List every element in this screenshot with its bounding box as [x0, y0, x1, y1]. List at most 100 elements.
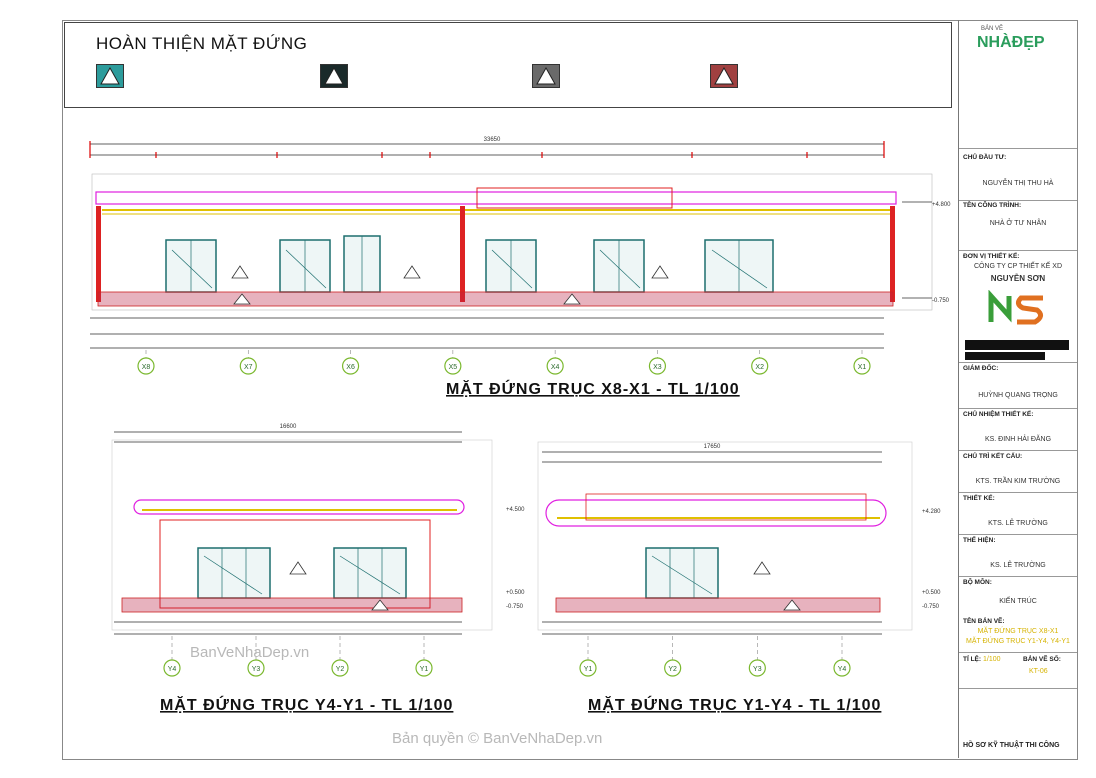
axis-label-x4: X4 [551, 364, 560, 371]
axis-label-x1: X1 [858, 364, 867, 371]
owner-label: CHỦ ĐẦU TƯ: [963, 154, 1007, 161]
check-label: THỂ HIỆN: [963, 537, 996, 544]
axes-main: X8 X7 X6 X5 X4 X3 X2 X1 [137, 350, 871, 375]
scale-label: TỈ LỆ: [963, 656, 982, 663]
right-level-mid: +0.500 [922, 590, 941, 596]
left-title: MẶT ĐỨNG TRỤC Y4-Y1 - TL 1/100 [160, 695, 453, 714]
tb-phase: BỘ MÔN: KIẾN TRÚC TÊN BẢN VẼ: MẶT ĐỨNG T… [959, 576, 1077, 653]
main-title: MẶT ĐỨNG TRỤC X8-X1 - TL 1/100 [446, 379, 740, 398]
watermark-left: BanVeNhaDep.vn [190, 644, 310, 661]
legend-title: HOÀN THIỆN MẶT ĐỨNG [96, 34, 308, 53]
designer-name: NGUYỄN SƠN [990, 274, 1046, 283]
phase-label: BỘ MÔN: [963, 579, 992, 586]
company-logo [988, 290, 1043, 325]
axis-bubble-y2 [664, 659, 682, 677]
phase-name: KIẾN TRÚC [999, 598, 1037, 605]
logo-sub: BẢN VẼ [981, 26, 1004, 32]
scale-value: 1/100 [983, 656, 1001, 663]
axis-bubble-y3 [247, 659, 265, 677]
axis-label-y1: Y1 [584, 666, 593, 673]
drawing-name-1: MẶT ĐỨNG TRỤC X8-X1 [977, 628, 1059, 635]
axis-label-y4: Y4 [838, 666, 847, 673]
sheet-label: BẢN VẼ SỐ: [1023, 656, 1061, 663]
drawing-name-2: MẶT ĐỨNG TRỤC Y1-Y4, Y4-Y1 [966, 638, 1070, 645]
axis-label-x3: X3 [653, 364, 662, 371]
axis-bubble-y4 [833, 659, 851, 677]
elevation-main: +4.800 -0.750 33650 X8 X7 X6 X5 X4 X3 X2 X1 MẶT… [89, 137, 951, 398]
legend-panel [64, 22, 952, 108]
structure-name: KTS. TRẦN KIM TRƯỜNG [975, 478, 1061, 485]
tb-owner: CHỦ ĐẦU TƯ: NGUYỄN THỊ THU HÀ [959, 148, 1077, 201]
tb-structure: CHỦ TRÌ KẾT CẤU: KTS. TRẦN KIM TRƯỜNG [959, 450, 1077, 493]
left-level-bottom: -0.750 [506, 604, 524, 610]
axis-label-x8: X8 [142, 364, 151, 371]
axis-bubble-x6 [341, 357, 360, 375]
elevation-right: 17650 +4.280 +0.500 -0.750 Y1 Y2 Y3 Y4 MẶT … [537, 441, 941, 714]
chief-name: KS. ĐINH HẢI ĐĂNG [984, 436, 1052, 443]
axis-label-x5: X5 [449, 364, 458, 371]
axis-bubble-x4 [546, 357, 564, 375]
legend-swatch-t4 [710, 64, 738, 88]
axis-label-x7: X7 [244, 364, 253, 371]
chief-label: CHỦ NHIỆM THIẾT KẾ: [963, 411, 1034, 418]
check-name: KS. LÊ TRƯỜNG [990, 562, 1046, 569]
watermark-bottom: Bản quyền © BanVeNhaDep.vn [392, 730, 603, 747]
axes-right: Y1 Y2 Y3 Y4 [579, 636, 851, 677]
axis-bubble-x3 [648, 357, 667, 375]
logo-text: NHÀĐẸP [977, 34, 1045, 51]
left-level-mid: +0.500 [506, 590, 525, 596]
tb-scale: TỈ LỆ: 1/100 BẢN VẼ SỐ: KT-06 [959, 652, 1077, 689]
right-title: MẶT ĐỨNG TRỤC Y1-Y4 - TL 1/100 [588, 695, 881, 714]
tb-project: TÊN CÔNG TRÌNH: NHÀ Ở TƯ NHÂN [959, 200, 1077, 251]
right-level-top: +4.280 [922, 509, 941, 515]
axis-bubble-y1 [579, 659, 597, 677]
axis-bubble-x1 [853, 357, 871, 375]
axis-label-y4: Y4 [168, 666, 177, 673]
legend-swatch-t1 [96, 64, 124, 88]
project-name: NHÀ Ở TƯ NHÂN [989, 220, 1047, 227]
axis-label-x6: X6 [346, 364, 355, 371]
axis-bubble-x5 [444, 357, 462, 375]
redacted-bar-2 [965, 352, 1045, 360]
designer-company: CÔNG TY CP THIẾT KẾ XD [973, 263, 1063, 270]
main-overall-dim: 33650 [484, 137, 501, 143]
design-label: THIẾT KẾ: [963, 495, 995, 502]
axis-bubble-y1 [415, 659, 433, 677]
axis-label-y1: Y1 [420, 666, 429, 673]
tb-logo-cell: BẢN VẼ NHÀĐẸP [959, 20, 1077, 149]
footer-text: HỒ SƠ KỸ THUẬT THI CÔNG [963, 742, 1060, 749]
drawing-frame [62, 20, 1078, 760]
designer-label: ĐƠN VỊ THIẾT KẾ: [963, 253, 1020, 260]
right-overall-dim: 17650 [704, 444, 721, 450]
axis-bubble-y4 [163, 659, 181, 677]
axis-bubble-y2 [331, 659, 349, 677]
tb-footer: HỒ SƠ KỸ THUẬT THI CÔNG [959, 688, 1077, 758]
right-level-bottom: -0.750 [922, 604, 940, 610]
title-block: BẢN VẼ NHÀĐẸP CHỦ ĐẦU TƯ: NGUYỄN THỊ THU… [958, 20, 1077, 758]
axis-label-y2: Y2 [668, 666, 677, 673]
drawing-label: TÊN BẢN VẼ: [963, 618, 1005, 625]
main-level-top: +4.800 [932, 202, 951, 208]
structure-label: CHỦ TRÌ KẾT CẤU: [963, 453, 1023, 460]
axis-label-x2: X2 [755, 364, 764, 371]
sheet-value: KT-06 [1029, 668, 1048, 675]
legend-swatch-t3 [532, 64, 560, 88]
tb-designer: ĐƠN VỊ THIẾT KẾ: CÔNG TY CP THIẾT KẾ XD … [959, 250, 1077, 363]
axis-bubble-x7 [239, 357, 257, 375]
tb-chief: CHỦ NHIỆM THIẾT KẾ: KS. ĐINH HẢI ĐĂNG [959, 408, 1077, 451]
director-name: HUỲNH QUANG TRỌNG [978, 392, 1058, 399]
axis-label-y2: Y2 [336, 666, 345, 673]
tb-check: THỂ HIỆN: KS. LÊ TRƯỜNG [959, 534, 1077, 577]
director-label: GIÁM ĐỐC: [963, 365, 999, 372]
tb-director: GIÁM ĐỐC: HUỲNH QUANG TRỌNG [959, 362, 1077, 409]
design-name: KTS. LÊ TRƯỜNG [988, 520, 1048, 527]
main-level-bottom: -0.750 [932, 298, 950, 304]
tb-design: THIẾT KẾ: KTS. LÊ TRƯỜNG [959, 492, 1077, 535]
axis-bubble-x2 [751, 357, 769, 375]
axis-label-y3: Y3 [753, 666, 762, 673]
elevation-drawings: +4.800 -0.750 33650 X8 X7 X6 X5 X4 X3 X2 X1 MẶT… [89, 137, 951, 714]
left-overall-dim: 16600 [280, 424, 297, 430]
legend-swatch-t2 [320, 64, 348, 88]
axis-bubble-y3 [748, 659, 766, 677]
